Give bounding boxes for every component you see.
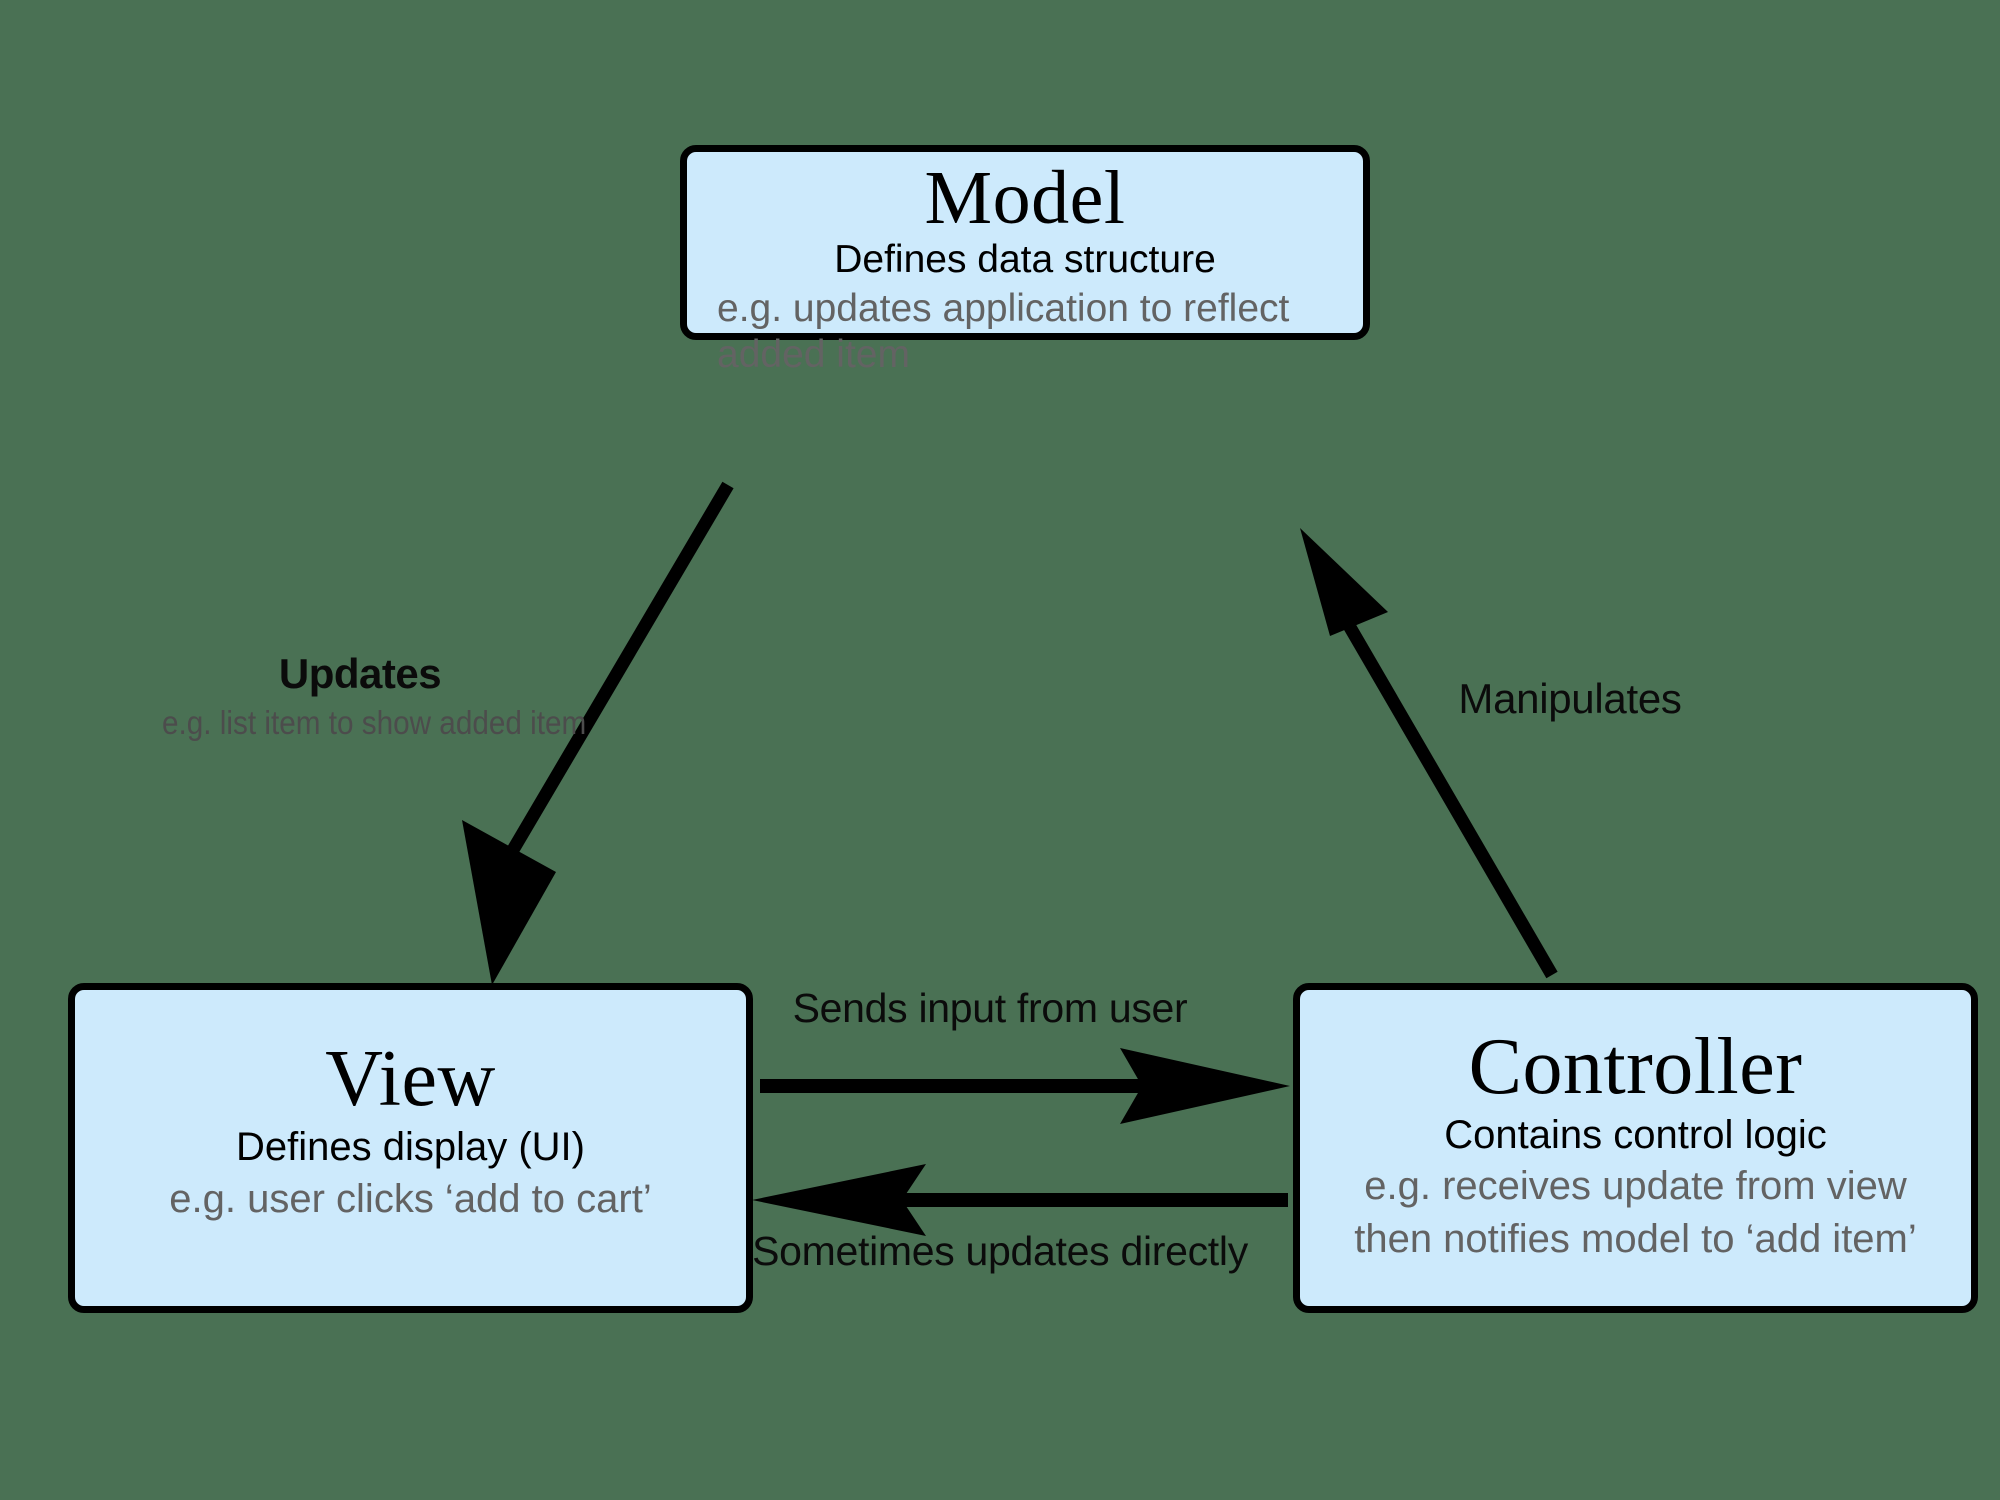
edge-controller-to-view xyxy=(752,1164,1288,1236)
edge-label-sends-input: Sends input from user xyxy=(760,985,1220,1032)
node-model-subtitle: Defines data structure xyxy=(834,238,1216,281)
edge-model-to-view xyxy=(462,481,734,985)
edge-controller-to-model xyxy=(1300,528,1558,979)
edge-label-sometimes-updates-main: Sometimes updates directly xyxy=(752,1228,1248,1274)
node-view-example: e.g. user clicks ‘add to cart’ xyxy=(169,1176,652,1221)
node-model[interactable]: Model Defines data structure e.g. update… xyxy=(680,145,1370,376)
node-model-example: e.g. updates application to reflect adde… xyxy=(717,287,1290,377)
edge-label-manipulates: Manipulates xyxy=(1405,675,1735,723)
edge-label-updates-sub: e.g. list item to show added item xyxy=(162,704,587,741)
node-controller-subtitle: Contains control logic xyxy=(1444,1112,1827,1157)
edge-label-sends-input-main: Sends input from user xyxy=(792,985,1188,1031)
node-controller[interactable]: Controller Contains control logic e.g. r… xyxy=(1293,983,1978,1313)
node-view[interactable]: View Defines display (UI) e.g. user clic… xyxy=(68,983,753,1313)
node-controller-example-line2: then notifies model to ‘add item’ xyxy=(1354,1216,1917,1261)
node-model-title: Model xyxy=(924,156,1126,240)
edge-view-to-controller xyxy=(760,1048,1290,1124)
edge-label-updates-main: Updates xyxy=(278,650,442,697)
node-controller-example-line1: e.g. receives update from view xyxy=(1364,1163,1907,1208)
node-view-subtitle: Defines display (UI) xyxy=(235,1124,585,1169)
node-view-title: View xyxy=(325,1034,496,1123)
edge-label-updates: Updates e.g. list item to show added ite… xyxy=(140,650,587,742)
node-controller-title: Controller xyxy=(1468,1022,1803,1111)
edge-label-sometimes-updates: Sometimes updates directly xyxy=(745,1228,1255,1275)
edge-label-manipulates-main: Manipulates xyxy=(1458,675,1682,722)
